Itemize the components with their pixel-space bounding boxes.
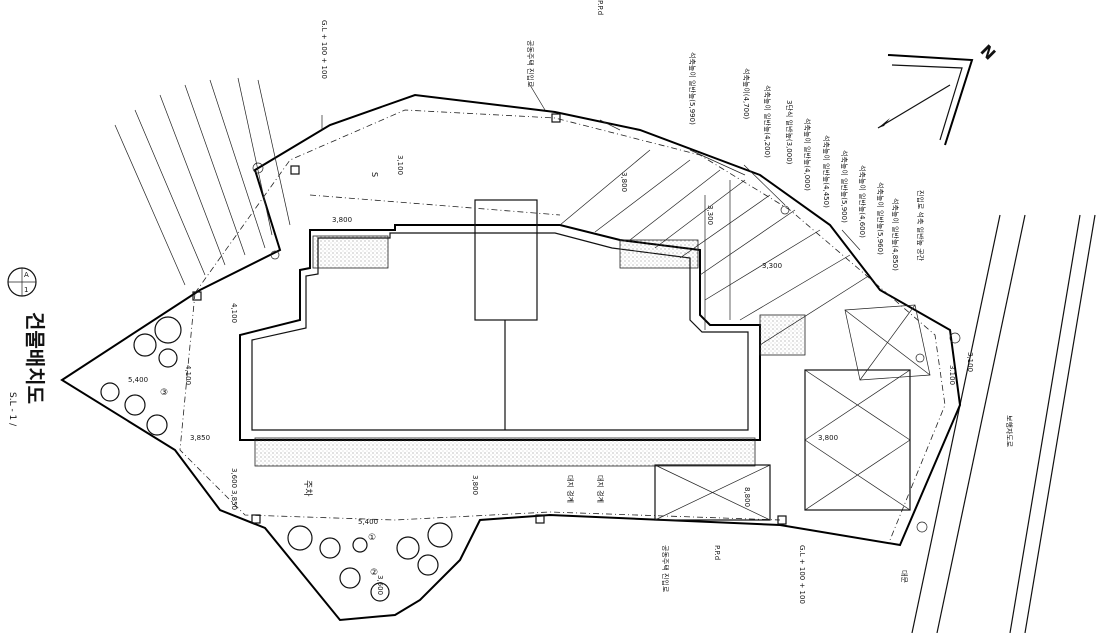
page-title: 건물배치도	[23, 312, 47, 404]
marker-icon	[192, 291, 202, 301]
dim-label: 5,400	[358, 518, 378, 526]
entrance-top: 공동주택 진입로	[526, 40, 535, 88]
title-block: A 1 건물배치도 S.L - 1 /	[7, 267, 47, 427]
tree-icon	[417, 554, 439, 576]
level-callouts: 석축높이 일반높(5,990) 석축높이(4,700) 석축높이 일반높(4,2…	[688, 52, 925, 271]
tree-icon	[287, 525, 313, 551]
level-label: 석축높이 일반높(5,960)	[876, 182, 885, 255]
dim-label: 4,100	[184, 365, 192, 385]
symbol-bottom: 1	[24, 286, 28, 294]
tree-marker-b: ②	[370, 568, 378, 578]
road: 보행자도로	[911, 214, 1096, 633]
north-arrow-icon: N	[877, 41, 1000, 146]
parking-area: 주차	[302, 304, 931, 521]
marker-icon	[551, 113, 561, 123]
dim-label: 3,800	[818, 434, 838, 442]
right-note: 진입로 석축 일반높 공간	[916, 190, 925, 262]
ppd-bot: P.P.d	[713, 545, 721, 560]
dim-label: 3,100	[396, 155, 404, 175]
building-footprint	[239, 199, 806, 467]
dim-label: 3,600	[376, 575, 384, 595]
dim-label: 3,800	[471, 475, 479, 495]
dim-label: 3,850	[230, 490, 238, 510]
dim-label: 3,800	[620, 172, 628, 192]
dim-label: 3,800	[332, 216, 352, 224]
boundary-markers	[192, 113, 961, 533]
dim-label: 5,400	[128, 376, 148, 384]
dimension-labels: 3,800 3,100 4,100 5,400 4,100 3,850 3,60…	[128, 155, 974, 595]
dim-label: 8,800	[743, 487, 751, 507]
dim-label: 3,300	[762, 262, 782, 270]
level-label: 3단식 일반높(3,000)	[785, 100, 794, 165]
tree-icon	[146, 414, 168, 436]
level-label: 석축높이 일반높(5,900)	[840, 150, 849, 223]
tree-icon	[133, 333, 157, 357]
annotations: G.L + 100 + 100 G.L + 100 + 100 P.P.d P.…	[320, 0, 956, 604]
tree-marker-c: ①	[368, 533, 376, 543]
dim-label: 3,600	[230, 468, 238, 488]
gfl-bot: G.L + 100 + 100	[798, 545, 806, 604]
level-label: 석축높이(4,700)	[742, 68, 751, 120]
level-label: 석축높이 일반높(4,850)	[891, 198, 900, 271]
parking-label: 주차	[302, 480, 314, 497]
line-a: 대지 경계	[566, 475, 575, 503]
marker-icon	[251, 514, 261, 524]
tree-icon	[396, 536, 420, 560]
marker-icon	[777, 515, 787, 525]
level-label: 석축높이 일반높(4,200)	[763, 85, 772, 158]
marker-icon	[290, 165, 300, 175]
level-label: 석축높이 일반높(4,600)	[858, 165, 867, 238]
road-right-label: 보행자도로	[1005, 415, 1014, 448]
dim-label: 3,850	[190, 434, 210, 442]
tree-icon	[158, 348, 178, 368]
tree-icon	[352, 537, 368, 553]
north-label: N	[977, 41, 1000, 64]
ppd-top: P.P.d	[596, 0, 604, 15]
tree-icon	[370, 582, 390, 602]
mark-label: S	[370, 172, 379, 177]
tree-icon	[339, 567, 361, 589]
line-b: 대지 경계	[596, 475, 605, 503]
scale-label: S.L - 1 /	[7, 392, 17, 427]
marker-icon	[535, 514, 545, 524]
entrance-bot: 공동주택 진입로	[661, 545, 670, 593]
level-label: 석축높이 일반높(5,990)	[688, 52, 697, 125]
dim-label: 4,100	[230, 303, 238, 323]
level-label: 석축높이 일반높(4,450)	[822, 135, 831, 208]
dim-label: 3,100	[966, 352, 974, 372]
stair-core	[474, 199, 538, 321]
tree-icon	[124, 394, 146, 416]
symbol-top: A	[24, 271, 29, 279]
cut-label: 3.100	[948, 365, 956, 385]
landscape-trees: ③ ② ①	[100, 316, 453, 602]
dim-label: 3,300	[706, 205, 714, 225]
tree-icon	[100, 382, 120, 402]
gate-label: 대문	[900, 570, 908, 583]
level-label: 석축높이 일반높(4,000)	[803, 118, 812, 191]
retaining-wall-hatch	[559, 149, 871, 346]
setback-lines	[179, 109, 946, 541]
tree-icon	[319, 537, 341, 559]
tree-marker-a: ③	[160, 388, 168, 398]
tree-icon	[154, 316, 182, 344]
tree-icon	[427, 522, 453, 548]
gfl-top: G.L + 100 + 100	[320, 20, 328, 79]
site-boundary	[60, 77, 962, 622]
